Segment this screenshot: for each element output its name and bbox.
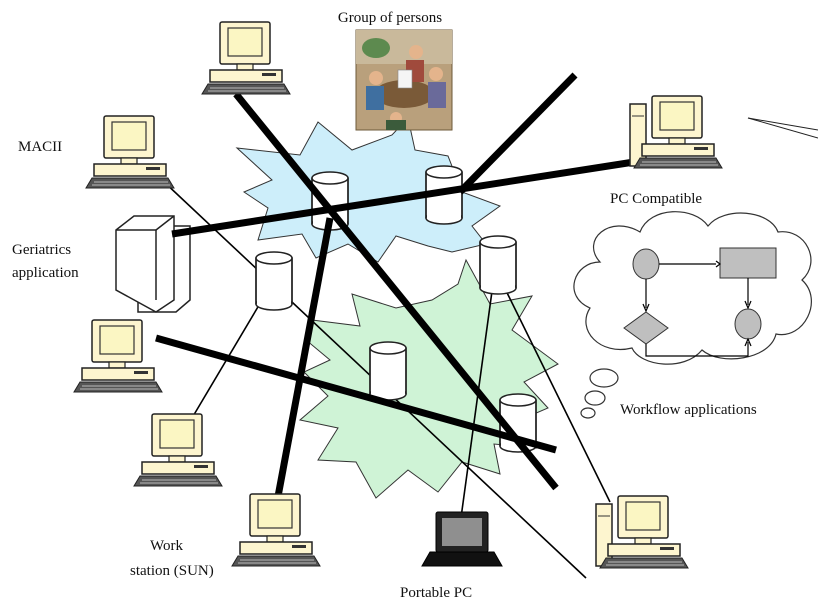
- laptop-icon: [421, 511, 503, 567]
- group-label: Group of persons: [338, 10, 442, 26]
- workflow-label: Workflow applications: [620, 402, 757, 418]
- backbone-links: [155, 72, 635, 519]
- computer-icon: [231, 493, 321, 567]
- computer-icon: [73, 319, 163, 393]
- geriatrics-label-line2: application: [12, 265, 79, 281]
- leader-lines: [747, 117, 818, 139]
- network-cloud-bottom: [298, 258, 559, 499]
- server-icon: [115, 215, 191, 313]
- computer-icon: [133, 413, 223, 487]
- network-cloud-top: [235, 116, 502, 263]
- workstation-label-line2: station (SUN): [130, 563, 214, 579]
- flow-end-node: [734, 308, 762, 340]
- pc-compatible-label: PC Compatible: [610, 191, 702, 207]
- portable-pc-label: Portable PC: [400, 585, 472, 601]
- database-icon: [479, 235, 517, 295]
- workflow-cloud: [573, 211, 812, 419]
- computer-icon: [201, 21, 291, 95]
- flow-process-node: [719, 247, 777, 279]
- computer-icon: [596, 496, 688, 568]
- database-icon: [255, 251, 293, 311]
- macii-label: MACII: [18, 139, 62, 155]
- flow-start-node: [632, 248, 660, 280]
- computer-icon: [630, 96, 722, 168]
- workstation-label-line1: Work: [150, 538, 183, 554]
- computer-icon: [85, 115, 175, 189]
- geriatrics-label-line1: Geriatrics: [12, 242, 71, 258]
- group-photo-icon: [355, 29, 453, 131]
- database-icon: [369, 341, 407, 401]
